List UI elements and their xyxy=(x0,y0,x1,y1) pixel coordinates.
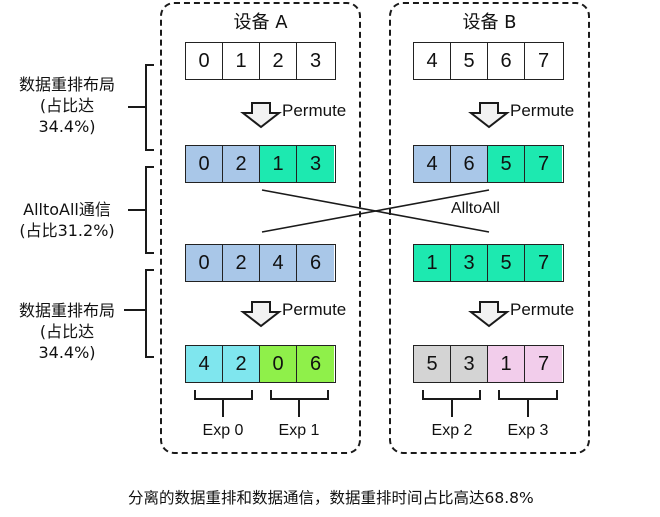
data-cell: 0 xyxy=(186,43,223,79)
data-cell: 4 xyxy=(414,146,451,182)
data-cell: 1 xyxy=(223,43,260,79)
data-cell: 3 xyxy=(451,346,488,382)
data-cell: 6 xyxy=(297,245,334,281)
brace-alltoall xyxy=(145,166,154,254)
data-cell: 7 xyxy=(525,146,562,182)
data-cell: 4 xyxy=(186,346,223,382)
permute-label: Permute xyxy=(510,101,575,120)
brace-exp-2 xyxy=(422,390,481,417)
permute-label: Permute xyxy=(282,101,347,120)
expert-label: Exp 2 xyxy=(431,422,473,439)
data-cell: 2 xyxy=(260,43,297,79)
data-cell: 2 xyxy=(223,346,260,382)
figure-caption: 分离的数据重排和数据通信，数据重排时间占比高达68.8% xyxy=(128,489,534,507)
down-arrow-icon xyxy=(468,301,510,328)
brace-permute-2 xyxy=(145,269,154,358)
data-cell: 6 xyxy=(297,346,334,382)
device-b-title: 设备 B xyxy=(462,12,517,33)
device-a-row-input: 0 1 2 3 xyxy=(185,42,336,80)
data-cell: 3 xyxy=(297,43,334,79)
expert-label: Exp 3 xyxy=(507,422,549,439)
device-a-row-permuted: 0 2 1 3 xyxy=(185,145,336,183)
device-a-box xyxy=(160,2,361,454)
brace-exp-3 xyxy=(498,390,558,417)
down-arrow-icon xyxy=(240,102,282,129)
data-cell: 5 xyxy=(488,245,525,281)
device-b-row-received: 1 3 5 7 xyxy=(413,244,564,282)
data-cell: 3 xyxy=(297,146,334,182)
device-b-row-permuted: 4 6 5 7 xyxy=(413,145,564,183)
alltoall-label: AlltoAll xyxy=(451,200,500,217)
permute-label: Permute xyxy=(282,300,347,319)
data-cell: 2 xyxy=(223,245,260,281)
side-label-permute-2: 数据重排布局 (占比达 34.4%) xyxy=(18,301,115,362)
data-cell: 6 xyxy=(488,43,525,79)
data-cell: 1 xyxy=(414,245,451,281)
data-cell: 2 xyxy=(223,146,260,182)
data-cell: 7 xyxy=(525,43,562,79)
data-cell: 0 xyxy=(186,245,223,281)
data-cell: 3 xyxy=(451,245,488,281)
device-b-box xyxy=(389,2,590,454)
down-arrow-icon xyxy=(468,102,510,129)
side-label-permute-1: 数据重排布局 (占比达 34.4%) xyxy=(18,75,115,136)
alltoall-line xyxy=(261,189,490,233)
data-cell: 0 xyxy=(260,346,297,382)
device-a-row-received: 0 2 4 6 xyxy=(185,244,336,282)
device-b-row-expert: 5 3 1 7 xyxy=(413,345,564,383)
down-arrow-icon xyxy=(240,301,282,328)
data-cell: 5 xyxy=(488,146,525,182)
brace-exp-1 xyxy=(270,390,329,417)
expert-label: Exp 0 xyxy=(202,422,244,439)
data-cell: 0 xyxy=(186,146,223,182)
device-a-row-expert: 4 2 0 6 xyxy=(185,345,336,383)
data-cell: 1 xyxy=(488,346,525,382)
data-cell: 4 xyxy=(414,43,451,79)
data-cell: 7 xyxy=(525,346,562,382)
device-a-title: 设备 A xyxy=(233,12,288,33)
data-cell: 6 xyxy=(451,146,488,182)
data-cell: 5 xyxy=(414,346,451,382)
brace-exp-0 xyxy=(194,390,253,417)
data-cell: 4 xyxy=(260,245,297,281)
data-cell: 1 xyxy=(260,146,297,182)
side-label-alltoall: AlltoAll通信 (占比31.2%) xyxy=(19,200,115,240)
expert-label: Exp 1 xyxy=(278,422,320,439)
data-cell: 7 xyxy=(525,245,562,281)
permute-label: Permute xyxy=(510,300,575,319)
data-cell: 5 xyxy=(451,43,488,79)
device-b-row-input: 4 5 6 7 xyxy=(413,42,564,80)
